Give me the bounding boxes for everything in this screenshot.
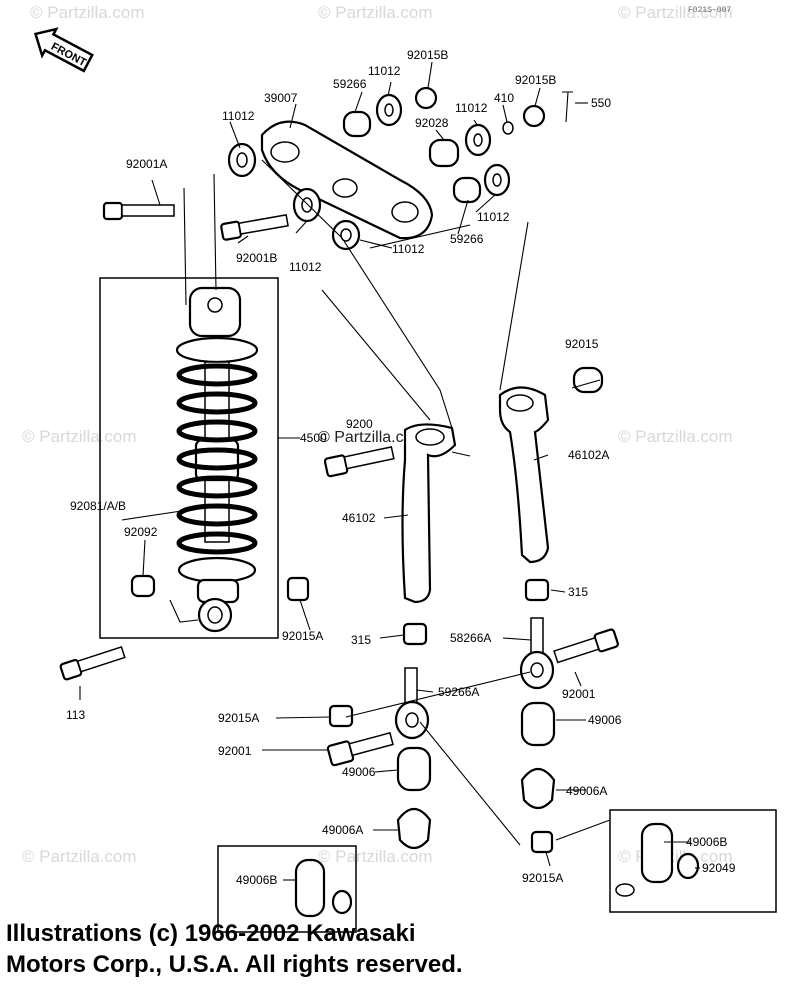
label-315: 315 <box>568 585 588 599</box>
label-92001: 92001 <box>218 744 252 758</box>
tie-rod-46102A <box>498 386 550 564</box>
shock-absorber <box>130 286 259 633</box>
nuts <box>286 576 554 854</box>
watermark: © Partzilla.com <box>318 847 433 866</box>
copyright-line-1: Illustrations (c) 1966-2002 Kawasaki <box>6 920 416 947</box>
bolt-92001B <box>220 214 289 241</box>
rod-end-lower <box>326 667 430 767</box>
label-11012: 11012 <box>455 101 488 115</box>
front-arrow: FRONT <box>33 27 94 73</box>
label-92015A: 92015A <box>218 711 259 725</box>
label-59266A: 59266A <box>438 685 479 699</box>
label-92049: 92049 <box>702 861 736 875</box>
watermark: © Partzilla.com <box>318 3 433 22</box>
label-550: 550 <box>591 96 611 110</box>
label-92001: 9200 <box>346 417 373 431</box>
label-113: 113 <box>66 708 85 722</box>
copyright-line-2: Motors Corp., U.S.A. All rights reserved… <box>6 951 463 978</box>
label-11012: 11012 <box>289 260 322 274</box>
label-49006B: 49006B <box>236 873 277 887</box>
label-46102: 46102 <box>342 511 376 525</box>
label-49006: 49006 <box>342 765 376 779</box>
bolt-92001-mid <box>323 446 395 478</box>
label-92015A: 92015A <box>282 629 323 643</box>
diagram-code: F021S-007 <box>688 6 731 15</box>
label-92015B: 92015B <box>515 73 556 87</box>
copyright-notice: Illustrations (c) 1966-2002 Kawasaki Mot… <box>6 918 566 980</box>
label-59266: 59266 <box>450 232 484 246</box>
label-46102A: 46102A <box>568 448 609 462</box>
label-315: 315 <box>351 633 371 647</box>
label-49006A: 49006A <box>322 823 363 837</box>
watermark: © Partzilla.com <box>318 429 426 446</box>
label-92001A: 92001A <box>126 157 167 171</box>
shock-box <box>99 277 279 639</box>
label-11012: 11012 <box>222 109 255 123</box>
label-92001B: 92001B <box>236 251 277 265</box>
label-45001: 4500 <box>300 431 327 445</box>
watermark: © Partzilla.com <box>618 3 733 22</box>
watermark: © Partzilla.com <box>618 427 733 446</box>
label-49006B: 49006B <box>686 835 727 849</box>
rocker-hardware <box>227 86 573 251</box>
label-92015B: 92015B <box>407 48 448 62</box>
label-410: 410 <box>494 91 514 105</box>
bolt-113 <box>59 646 126 681</box>
rocker-arm <box>260 120 434 240</box>
inset-box-left <box>217 845 357 933</box>
label-11012: 11012 <box>477 210 510 224</box>
part-labels: 11012 39007 59266 11012 92015B 92015B 41… <box>66 48 736 887</box>
watermark: © Partzilla.com <box>30 3 145 22</box>
inset-left-parts <box>294 858 353 918</box>
leader-lines <box>79 61 700 881</box>
inset-box-right <box>609 809 777 913</box>
label-49006A: 49006A <box>566 784 607 798</box>
label-92028: 92028 <box>415 116 449 130</box>
label-58266A: 58266A <box>450 631 491 645</box>
label-11012: 11012 <box>368 64 401 78</box>
label-59266: 59266 <box>333 77 367 91</box>
collar-92015 <box>572 366 604 394</box>
bolt-92001A <box>102 201 175 221</box>
label-49006: 49006 <box>588 713 622 727</box>
label-92081: 92081/A/B <box>70 499 126 513</box>
tie-rod-46102 <box>401 423 457 604</box>
label-92001: 92001 <box>562 687 596 701</box>
label-92015A: 92015A <box>522 871 563 885</box>
label-92015: 92015 <box>565 337 599 351</box>
inset-right-parts <box>615 822 700 897</box>
label-39007: 39007 <box>264 91 298 105</box>
rod-end-upper <box>519 617 619 690</box>
bushings <box>396 701 556 850</box>
watermark: © Partzilla.com <box>22 847 137 866</box>
watermark: © Partzilla.com <box>22 427 137 446</box>
label-92092: 92092 <box>124 525 158 539</box>
label-11012: 11012 <box>392 242 425 256</box>
